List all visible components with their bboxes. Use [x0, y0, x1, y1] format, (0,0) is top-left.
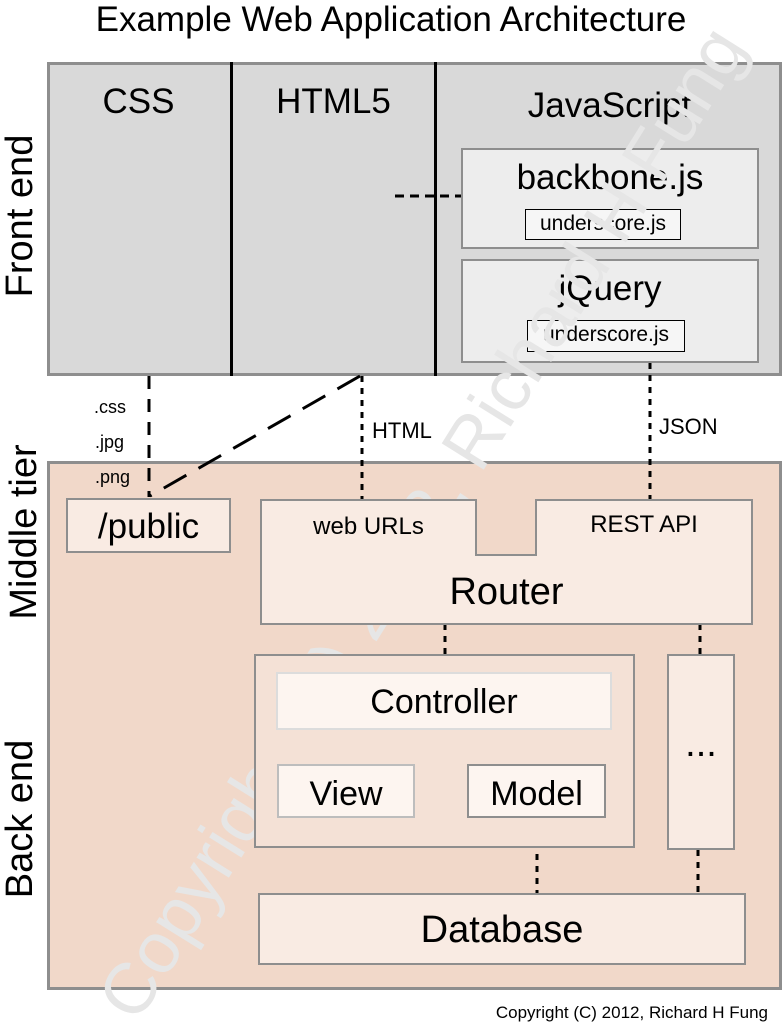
- javascript-column-heading: JavaScript: [527, 86, 692, 125]
- web-urls-box: web URLs: [260, 499, 477, 556]
- html-label: HTML: [372, 418, 432, 443]
- other-components-box: ...: [667, 654, 735, 850]
- controller-label: Controller: [370, 683, 518, 721]
- jpg-ext-label: .jpg: [95, 432, 125, 452]
- database-box: Database: [258, 893, 746, 965]
- front-end-divider-html-js: [434, 62, 437, 376]
- middle-tier-side-label: Middle tier: [3, 444, 45, 620]
- router-box: Router: [260, 554, 753, 625]
- rest-api-box: REST API: [535, 499, 753, 556]
- html5-public-connector: [149, 374, 361, 498]
- model-label: Model: [490, 775, 583, 813]
- front-end-divider-css-html: [230, 62, 233, 376]
- web-urls-label: web URLs: [313, 513, 424, 540]
- view-label: View: [309, 775, 383, 813]
- front-end-side-label: Front end: [0, 134, 41, 298]
- router-label: Router: [449, 571, 564, 613]
- backbone-box: backbone.js underscore.js: [461, 148, 759, 249]
- database-label: Database: [420, 909, 584, 951]
- backbone-label: backbone.js: [516, 158, 704, 197]
- view-box: View: [277, 764, 415, 818]
- back-end-side-label: Back end: [0, 739, 41, 899]
- diagram-title: Example Web Application Architecture: [95, 0, 687, 39]
- ellipsis-label: ...: [685, 723, 717, 765]
- rest-api-label: REST API: [590, 511, 698, 538]
- controller-box: Controller: [276, 672, 612, 730]
- css-column-heading: CSS: [102, 82, 175, 121]
- jquery-label: jQuery: [558, 269, 662, 308]
- html5-column-heading: HTML5: [276, 82, 391, 121]
- public-box: /public: [66, 498, 231, 553]
- jquery-box: jQuery underscore.js: [461, 259, 759, 363]
- css-ext-label: .css: [94, 397, 127, 417]
- jquery-underscore-box: underscore.js: [527, 320, 685, 352]
- copyright-notice: Copyright (C) 2012, Richard H Fung: [495, 1003, 768, 1022]
- public-label: /public: [97, 507, 200, 546]
- model-box: Model: [467, 764, 606, 818]
- backbone-underscore-box: underscore.js: [525, 209, 681, 240]
- json-label: JSON: [659, 414, 718, 439]
- png-ext-label: .png: [95, 467, 131, 487]
